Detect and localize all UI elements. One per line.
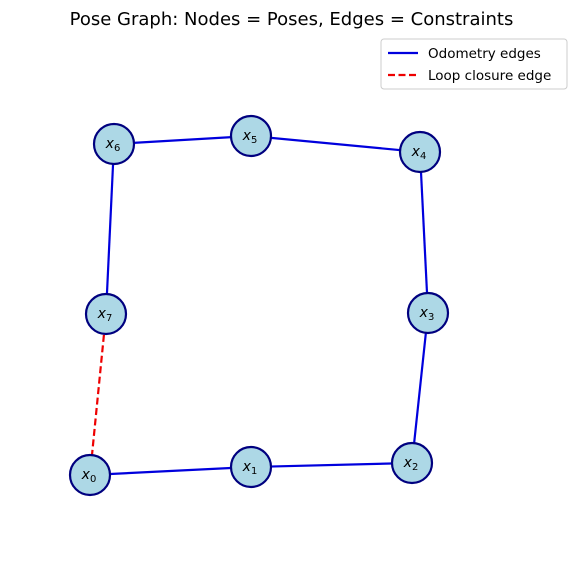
node-x2: x2 <box>390 441 434 485</box>
node-circle-x7 <box>84 292 128 336</box>
node-label-subscript: 1 <box>251 466 257 477</box>
node-x7: x7 <box>84 292 128 336</box>
node-circle-x5 <box>229 114 273 158</box>
node-x0: x0 <box>68 453 112 497</box>
loop-closure-edge-x7-x0 <box>88 313 108 476</box>
node-x5: x5 <box>229 114 273 158</box>
odometry-edge-x4-x5 <box>250 134 421 154</box>
node-label-subscript: 4 <box>420 151 426 162</box>
figure-title: Pose Graph: Nodes = Poses, Edges = Const… <box>70 9 514 30</box>
node-label-subscript: 0 <box>90 474 96 485</box>
node-label-subscript: 6 <box>114 143 120 154</box>
edges-layer <box>88 134 430 477</box>
node-label-base: x <box>105 136 115 152</box>
node-label-subscript: 3 <box>428 312 434 323</box>
node-label-x2: x2 <box>403 455 419 473</box>
legend-frame <box>380 38 568 90</box>
node-label-subscript: 7 <box>106 313 112 324</box>
node-circle-x2 <box>390 441 434 485</box>
node-x3: x3 <box>406 291 450 335</box>
node-x1: x1 <box>229 445 273 489</box>
node-label-base: x <box>419 305 429 321</box>
odometry-edge-x6-x7 <box>104 143 116 315</box>
node-circle-x4 <box>398 130 442 174</box>
node-label-base: x <box>81 467 91 483</box>
node-x4: x4 <box>398 130 442 174</box>
node-circle-x3 <box>406 291 450 335</box>
node-circle-x0 <box>68 453 112 497</box>
node-label-x7: x7 <box>97 306 113 324</box>
node-label-base: x <box>97 306 107 322</box>
node-label-x4: x4 <box>411 144 427 162</box>
node-label-x6: x6 <box>105 136 121 154</box>
node-label-x1: x1 <box>242 459 258 477</box>
node-label-x5: x5 <box>242 128 258 146</box>
legend-loop-label: Loop closure edge <box>428 68 551 84</box>
legend-odometry-label: Odometry edges <box>428 46 541 62</box>
odometry-edge-x3-x4 <box>418 151 430 314</box>
node-label-base: x <box>411 144 421 160</box>
odometry-edge-x1-x2 <box>250 461 413 469</box>
odometry-edge-x2-x3 <box>410 312 430 464</box>
node-label-x3: x3 <box>419 305 435 323</box>
node-label-x0: x0 <box>81 467 97 485</box>
node-label-subscript: 2 <box>412 462 418 473</box>
node-label-base: x <box>242 128 252 144</box>
odometry-edge-x0-x1 <box>89 465 252 477</box>
node-label-base: x <box>403 455 413 471</box>
node-circle-x6 <box>92 122 136 166</box>
node-circle-x1 <box>229 445 273 489</box>
node-x6: x6 <box>92 122 136 166</box>
odometry-edge-x5-x6 <box>113 134 252 146</box>
node-label-subscript: 5 <box>251 135 257 146</box>
node-label-base: x <box>242 459 252 475</box>
legend: Odometry edges Loop closure edge <box>380 38 568 90</box>
